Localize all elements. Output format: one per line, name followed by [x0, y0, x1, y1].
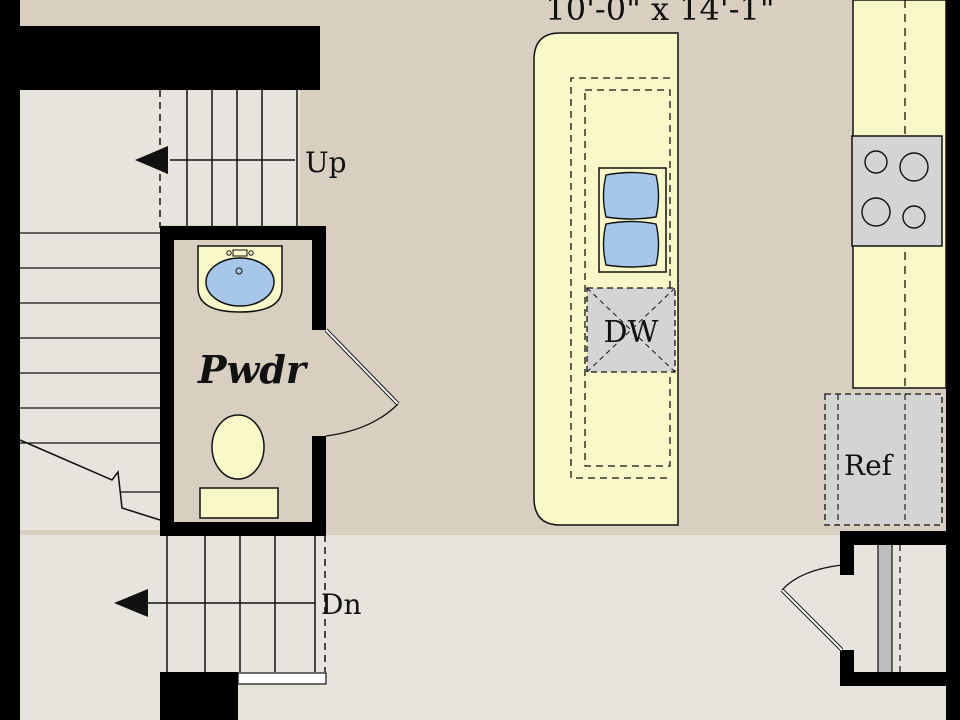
stair-railing	[237, 672, 327, 685]
stair-up	[19, 90, 300, 530]
refrigerator-label: Ref	[844, 449, 895, 482]
up-arrow-icon	[135, 146, 168, 174]
room-dimension-label: 10'-0" x 14'-1"	[545, 0, 774, 28]
right-counter	[851, 0, 947, 389]
stair-break-line	[19, 439, 161, 521]
powder-room	[160, 226, 400, 536]
stair-up-label: Up	[305, 146, 347, 179]
cooktop-icon	[851, 135, 943, 247]
down-arrow-icon	[114, 589, 148, 617]
dishwasher: DW	[586, 287, 676, 373]
sink-icon	[197, 245, 283, 313]
stair-down	[114, 535, 327, 685]
kitchen-island: DW	[533, 32, 679, 526]
hall-floor	[20, 535, 950, 720]
refrigerator: Ref	[824, 393, 943, 526]
powder-room-label: Pwdr	[197, 347, 309, 392]
closet	[780, 545, 946, 672]
dishwasher-label: DW	[604, 315, 659, 350]
stair-down-label: Dn	[321, 588, 361, 621]
toilet-icon	[199, 414, 279, 519]
island-sink-icon	[598, 167, 667, 273]
